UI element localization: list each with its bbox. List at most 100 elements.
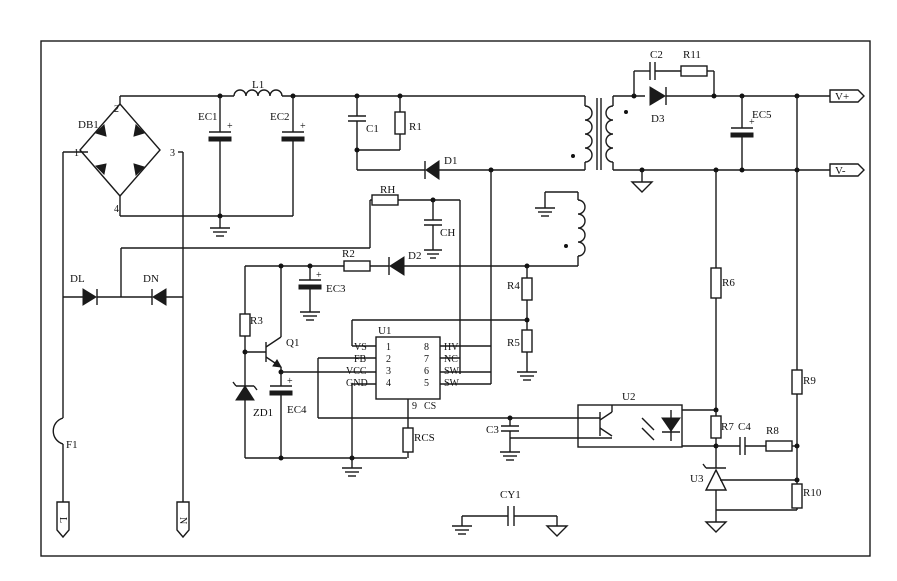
resistor-r3	[239, 313, 251, 337]
resistor-r2	[343, 260, 371, 272]
capacitor-c2	[649, 62, 656, 80]
u1-pin-num: 8	[424, 342, 429, 353]
diode-d2	[388, 256, 405, 276]
svg-text:+: +	[227, 121, 233, 132]
bridge-pin-3: 3	[170, 148, 175, 159]
connector-l	[56, 501, 70, 539]
label-l-input: L	[57, 517, 68, 523]
label-r11: R11	[683, 49, 701, 61]
svg-text:+: +	[287, 376, 293, 387]
label-vplus: V+	[835, 91, 849, 103]
label-ec3: EC3	[326, 283, 346, 295]
label-ec1: EC1	[198, 111, 218, 123]
label-l1: L1	[252, 79, 264, 91]
output-vminus	[829, 163, 865, 177]
label-c1: C1	[366, 123, 379, 135]
u1-pin-name: VS	[354, 342, 367, 353]
label-ec5: EC5	[752, 109, 772, 121]
u1-pin-name: VCC	[346, 366, 367, 377]
label-r1: R1	[409, 121, 422, 133]
u1-pin-num: 6	[424, 366, 429, 377]
label-q1: Q1	[286, 337, 299, 349]
resistor-r6	[710, 267, 722, 299]
inductor-l1	[233, 89, 283, 97]
label-r7: R7	[721, 421, 734, 433]
resistor-r8	[765, 440, 793, 452]
label-r6: R6	[722, 277, 735, 289]
optocoupler-u2	[577, 404, 683, 448]
u1-pin-num: 7	[424, 354, 429, 365]
u1-pin-num: 4	[386, 378, 391, 389]
u1-pin-name: SW	[444, 366, 460, 377]
resistor-r5	[521, 329, 533, 353]
resistor-r9	[791, 369, 803, 395]
capacitor-ec1: +	[208, 96, 233, 216]
bridge-pin-2: 2	[114, 104, 119, 115]
capacitor-ec3: +	[298, 266, 322, 321]
u1-pin-num: 5	[424, 378, 429, 389]
svg-text:+: +	[749, 117, 755, 128]
svg-text:+: +	[316, 270, 322, 281]
label-dl: DL	[70, 273, 85, 285]
label-d2: D2	[408, 250, 421, 262]
label-c2: C2	[650, 49, 663, 61]
u1-pin-name: HV	[444, 342, 459, 353]
capacitor-c3	[500, 418, 520, 461]
label-f1: F1	[66, 439, 78, 451]
label-r4: R4	[507, 280, 520, 292]
shunt-regulator-u3	[702, 460, 797, 533]
ground-symbol	[210, 216, 230, 237]
u1-pin-name: CS	[424, 401, 436, 412]
label-d1: D1	[444, 155, 457, 167]
label-ch: CH	[440, 227, 455, 239]
ground-symbol	[342, 458, 362, 477]
label-zd1: ZD1	[253, 407, 273, 419]
label-n-input: N	[177, 517, 188, 524]
connector-n	[176, 501, 190, 539]
label-u3: U3	[690, 473, 704, 485]
input-line-l	[52, 152, 70, 539]
label-dn: DN	[143, 273, 159, 285]
u1-pin-num: 2	[386, 354, 391, 365]
u1-pin-num: 9	[412, 401, 417, 412]
label-rh: RH	[380, 184, 395, 196]
label-u2: U2	[622, 391, 635, 403]
zener-zd1	[232, 381, 258, 458]
bridge-rectifier-db1	[79, 96, 161, 216]
label-ec2: EC2	[270, 111, 290, 123]
label-ec4: EC4	[287, 404, 307, 416]
label-r10: R10	[803, 487, 822, 499]
diode-dn	[152, 288, 167, 306]
label-r9: R9	[803, 375, 816, 387]
diode-dl	[82, 288, 97, 306]
capacitor-c4	[739, 437, 746, 455]
resistor-rh	[371, 194, 399, 206]
transformer	[571, 96, 628, 170]
resistor-r11	[680, 65, 708, 77]
output-vplus	[829, 89, 865, 103]
u1-pin-name: SW	[444, 378, 460, 389]
bridge-pin-1: 1	[74, 148, 79, 159]
capacitor-cy1	[452, 506, 569, 537]
label-c3: C3	[486, 424, 499, 436]
label-r8: R8	[766, 425, 779, 437]
aux-winding	[535, 191, 586, 266]
label-db1: DB1	[78, 119, 99, 131]
label-d3: D3	[651, 113, 665, 125]
resistor-rcs	[402, 427, 414, 453]
input-line-n	[176, 152, 190, 539]
label-vminus: V-	[835, 165, 846, 177]
bridge-pin-4: 4	[114, 204, 119, 215]
diode-d1	[424, 160, 440, 180]
capacitor-ec2: +	[281, 96, 306, 216]
capacitor-ch	[424, 200, 442, 259]
label-r3: R3	[250, 315, 263, 327]
label-c4: C4	[738, 421, 751, 433]
svg-text:+: +	[300, 121, 306, 132]
ground-symbol	[630, 170, 654, 193]
transistor-q1	[245, 266, 282, 372]
resistor-r4	[521, 277, 533, 301]
label-r5: R5	[507, 337, 520, 349]
label-u1: U1	[378, 325, 391, 337]
label-r2: R2	[342, 248, 355, 260]
